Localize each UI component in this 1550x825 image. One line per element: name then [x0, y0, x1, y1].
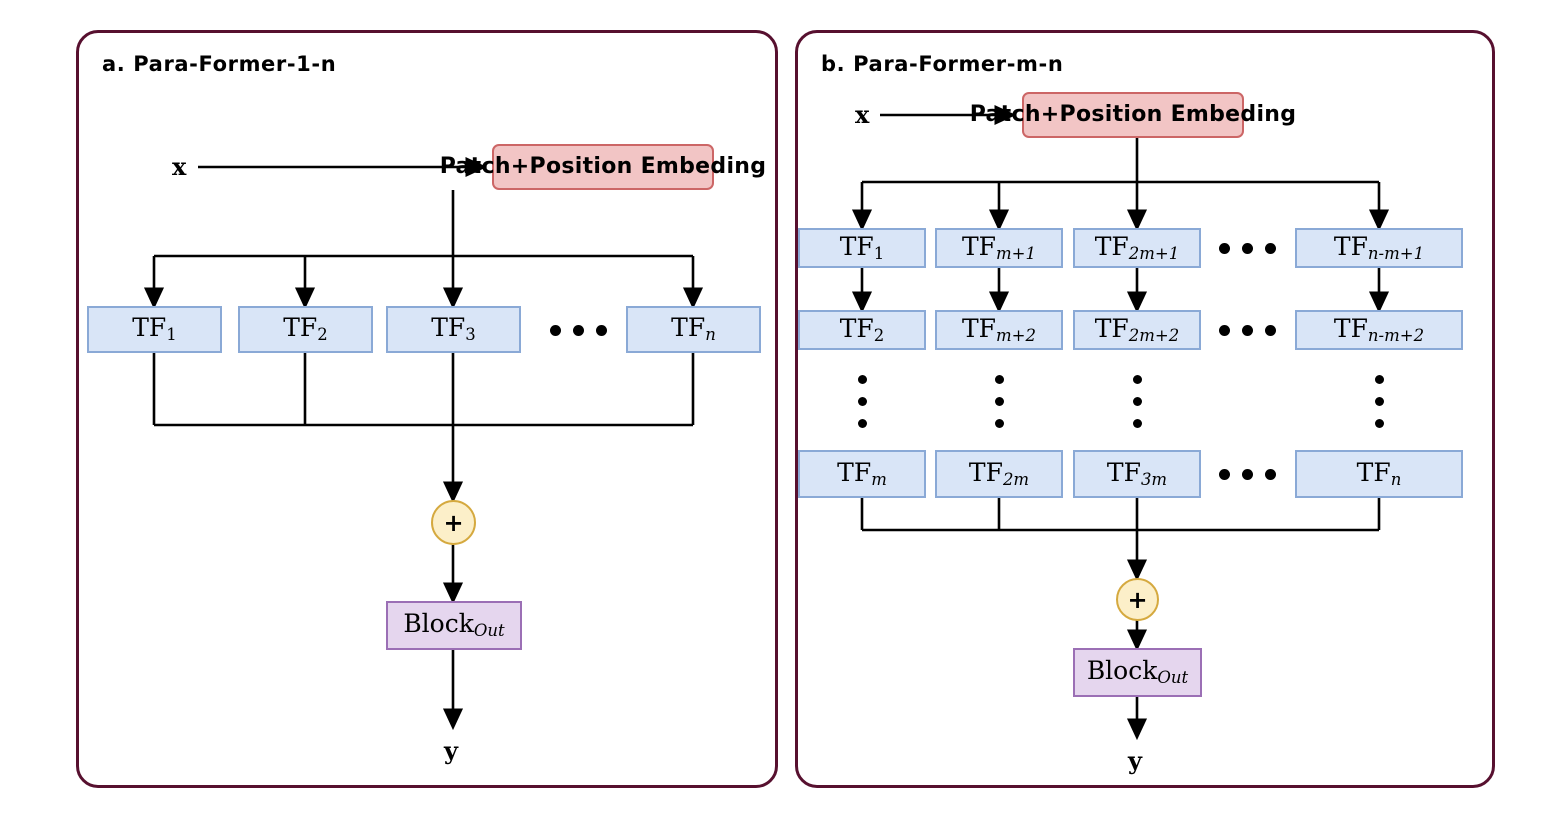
- panel-a-input-label: x: [172, 152, 187, 181]
- panel-b-output-block[interactable]: BlockOut: [1073, 648, 1202, 697]
- panel-a-output-block[interactable]: BlockOut: [386, 601, 522, 650]
- panel-b-tf-box-c1-r1[interactable]: TF1: [798, 228, 926, 268]
- panel-b-input-label: x: [855, 100, 870, 129]
- panel-a-output-block-label: BlockOut: [403, 609, 505, 641]
- panel-b-tf-box-c2-r2[interactable]: TFm+2: [935, 310, 1063, 350]
- panel-a-tf-label-1: TF1: [132, 313, 177, 345]
- panel-a-ellipsis: [543, 320, 613, 340]
- panel-a-tf-label-3: TF3: [431, 313, 476, 345]
- panel-b-output-block-label: BlockOut: [1086, 656, 1189, 688]
- panel-b-tf-label-c4-r2: TFn-m+2: [1333, 313, 1425, 345]
- panel-b-ellipsis-r3: [1212, 464, 1282, 484]
- panel-b-tf-box-c2-r1[interactable]: TFm+1: [935, 228, 1063, 268]
- panel-a-tf-label-n: TFn: [671, 313, 716, 345]
- panel-a-tf-box-n[interactable]: TFn: [626, 306, 761, 353]
- panel-a-embedding-box[interactable]: Patch+Position Embeding: [440, 144, 766, 190]
- panel-a-output-label: y: [444, 736, 458, 765]
- panel-b-tf-box-c2-r3[interactable]: TF2m: [935, 450, 1063, 498]
- panel-a-tf-box-3[interactable]: TF3: [386, 306, 521, 353]
- panel-a-sum-node[interactable]: +: [431, 500, 476, 545]
- panel-b-vertical-ellipsis-c1: [845, 372, 879, 430]
- panel-a-embedding-label: Patch+Position Embeding: [439, 154, 767, 179]
- panel-b-tf-label-c4-r3: TFn: [1356, 457, 1402, 489]
- panel-b-output-label: y: [1128, 746, 1142, 775]
- panel-b-sum-label: +: [1127, 585, 1148, 614]
- panel-b-ellipsis-r1: [1212, 238, 1282, 258]
- panel-b-sum-node[interactable]: +: [1116, 578, 1159, 621]
- panel-b-title: b. Para-Former-m-n: [821, 52, 1064, 76]
- panel-b-embedding-box[interactable]: Patch+Position Embeding: [970, 92, 1296, 138]
- panel-b-tf-box-c3-r1[interactable]: TF2m+1: [1073, 228, 1201, 268]
- panel-b-vertical-ellipsis-c4: [1362, 372, 1396, 430]
- panel-b-embedding-label: Patch+Position Embeding: [969, 102, 1297, 127]
- panel-b-tf-label-c1-r1: TF1: [839, 231, 885, 263]
- panel-b-tf-label-c3-r1: TF2m+1: [1094, 231, 1180, 263]
- panel-b-tf-box-c1-r3[interactable]: TFm: [798, 450, 926, 498]
- panel-b-tf-label-c2-r2: TFm+2: [961, 313, 1036, 345]
- panel-b-tf-box-c1-r2[interactable]: TF2: [798, 310, 926, 350]
- panel-a-sum-label: +: [443, 508, 464, 537]
- panel-b-tf-label-c4-r1: TFn-m+1: [1333, 231, 1425, 263]
- panel-a-tf-box-1[interactable]: TF1: [87, 306, 222, 353]
- panel-a: [76, 30, 778, 788]
- panel-b-tf-box-c4-r1[interactable]: TFn-m+1: [1295, 228, 1463, 268]
- panel-b-tf-label-c2-r3: TF2m: [968, 457, 1030, 489]
- panel-b-tf-box-c4-r3[interactable]: TFn: [1295, 450, 1463, 498]
- panel-b-vertical-ellipsis-c3: [1120, 372, 1154, 430]
- panel-a-tf-label-2: TF2: [283, 313, 328, 345]
- panel-b: [795, 30, 1495, 788]
- panel-b-tf-label-c1-r2: TF2: [839, 313, 885, 345]
- panel-b-tf-box-c3-r2[interactable]: TF2m+2: [1073, 310, 1201, 350]
- panel-b-tf-label-c2-r1: TFm+1: [961, 231, 1036, 263]
- panel-b-tf-label-c1-r3: TFm: [837, 457, 887, 489]
- panel-b-tf-box-c4-r2[interactable]: TFn-m+2: [1295, 310, 1463, 350]
- panel-b-vertical-ellipsis-c2: [982, 372, 1016, 430]
- panel-b-tf-box-c3-r3[interactable]: TF3m: [1073, 450, 1201, 498]
- panel-b-tf-label-c3-r3: TF3m: [1106, 457, 1168, 489]
- panel-b-tf-label-c3-r2: TF2m+2: [1094, 313, 1180, 345]
- panel-a-title: a. Para-Former-1-n: [102, 52, 337, 76]
- panel-b-ellipsis-r2: [1212, 320, 1282, 340]
- panel-a-tf-box-2[interactable]: TF2: [238, 306, 373, 353]
